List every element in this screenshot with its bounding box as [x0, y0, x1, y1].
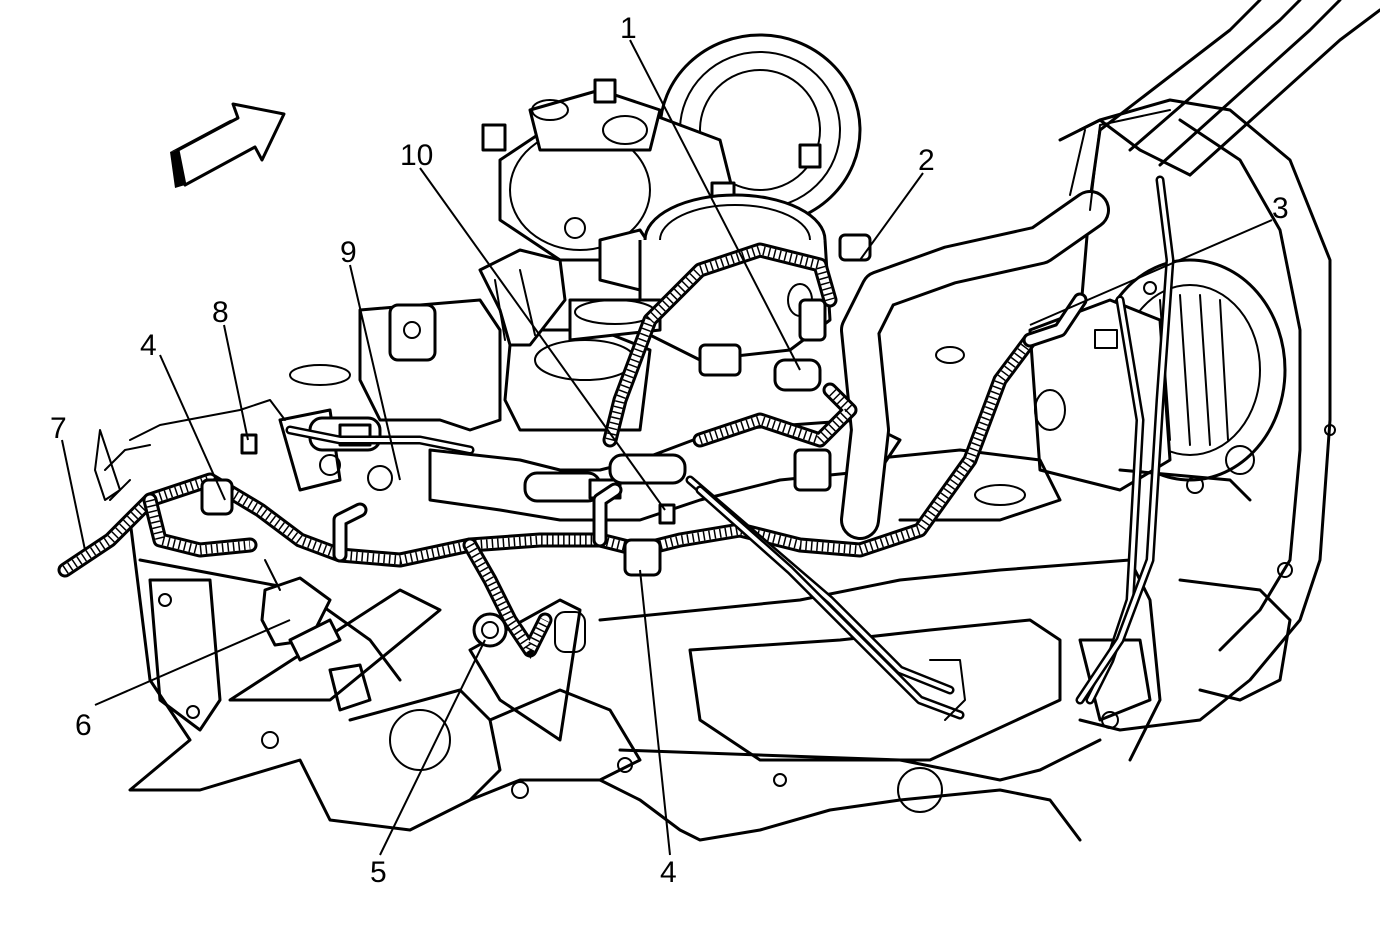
- harness-connectors: [240, 233, 1157, 712]
- injector-3: [608, 453, 687, 485]
- harness-clip-left: [200, 478, 234, 516]
- ac-compressor: [481, 33, 862, 292]
- harness-clip-right: [623, 538, 662, 577]
- callout-8: 8: [212, 296, 229, 329]
- callout-2: 2: [918, 144, 935, 177]
- callout-7: 7: [50, 412, 67, 445]
- callout-5: 5: [370, 856, 387, 889]
- callout-10: 10: [400, 139, 433, 172]
- callout-4-right: 4: [660, 856, 677, 889]
- harness-clips: [200, 478, 662, 577]
- front-direction-arrow-icon: [170, 102, 286, 188]
- upper-radiator-hose: [840, 109, 1171, 540]
- callout-6: 6: [75, 709, 92, 742]
- vacuum-lines: [94, 175, 1175, 721]
- callout-4-left: 4: [140, 329, 157, 362]
- callout-3: 3: [1272, 192, 1289, 225]
- callout-1: 1: [620, 12, 637, 45]
- coolant-temp-sensor: [472, 612, 508, 648]
- injector-4: [773, 358, 822, 392]
- callout-leaders: [61, 39, 1273, 856]
- cooler-lines: [1078, 0, 1380, 177]
- callout-labels: 1 2 3 4 4 5 6 7 8 9 10: [50, 12, 1289, 889]
- throttle-position-connector: [698, 298, 832, 492]
- knock-sensor-connector: [260, 559, 372, 712]
- callout-9: 9: [340, 236, 357, 269]
